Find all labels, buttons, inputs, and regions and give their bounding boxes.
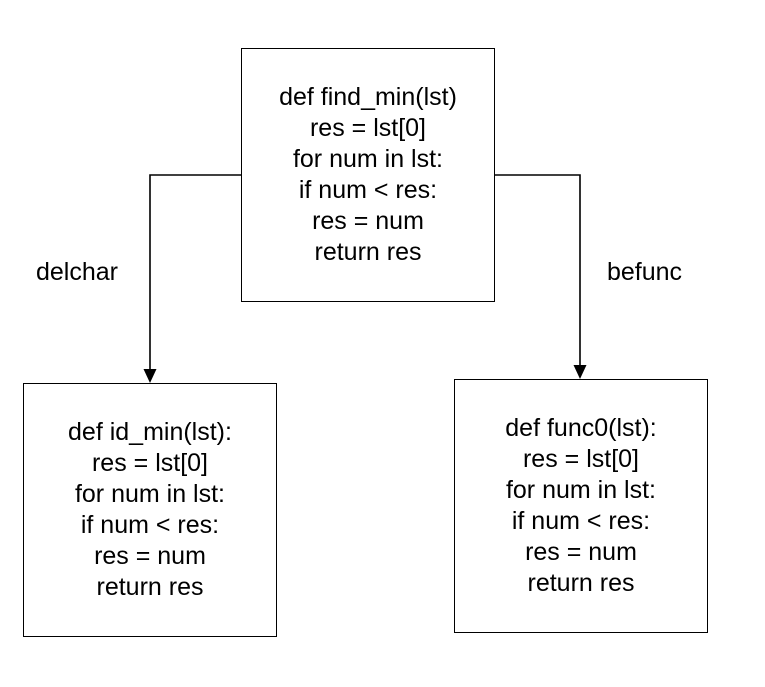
edge-label-delchar: delchar (36, 258, 118, 286)
node-id-min-code: def id_min(lst): res = lst[0] for num in… (68, 417, 232, 603)
code-line: if num < res: (80, 511, 220, 539)
code-line: def find_min(lst) (279, 83, 457, 111)
code-line: res = lst[0] (309, 114, 426, 142)
node-func0[interactable]: def func0(lst): res = lst[0] for num in … (454, 379, 708, 633)
node-id-min[interactable]: def id_min(lst): res = lst[0] for num in… (23, 383, 277, 637)
code-line: if num < res: (511, 507, 651, 535)
node-root-code: def find_min(lst) res = lst[0] for num i… (279, 82, 457, 268)
edge-label-befunc: befunc (607, 258, 683, 286)
code-line: return res (527, 569, 635, 597)
node-func0-code: def func0(lst): res = lst[0] for num in … (505, 413, 656, 599)
code-line: def func0(lst): (505, 414, 657, 442)
code-line: res = lst[0] (522, 445, 639, 473)
edge-left-arrowhead (143, 369, 157, 383)
edge-right-arrowhead (573, 365, 587, 379)
code-line: if num < res: (298, 176, 438, 204)
edge-left-path (149, 174, 241, 371)
edge-right-path (495, 174, 581, 367)
code-line: for num in lst: (505, 476, 657, 504)
code-line: res = num (312, 207, 424, 235)
code-line: for num in lst: (292, 145, 444, 173)
code-line: res = lst[0] (91, 449, 208, 477)
node-root[interactable]: def find_min(lst) res = lst[0] for num i… (241, 48, 495, 302)
code-line: for num in lst: (74, 480, 226, 508)
code-line: def id_min(lst): (68, 418, 232, 446)
code-line: res = num (525, 538, 637, 566)
code-line: res = num (94, 542, 206, 570)
code-line: return res (96, 573, 204, 601)
code-line: return res (314, 238, 422, 266)
